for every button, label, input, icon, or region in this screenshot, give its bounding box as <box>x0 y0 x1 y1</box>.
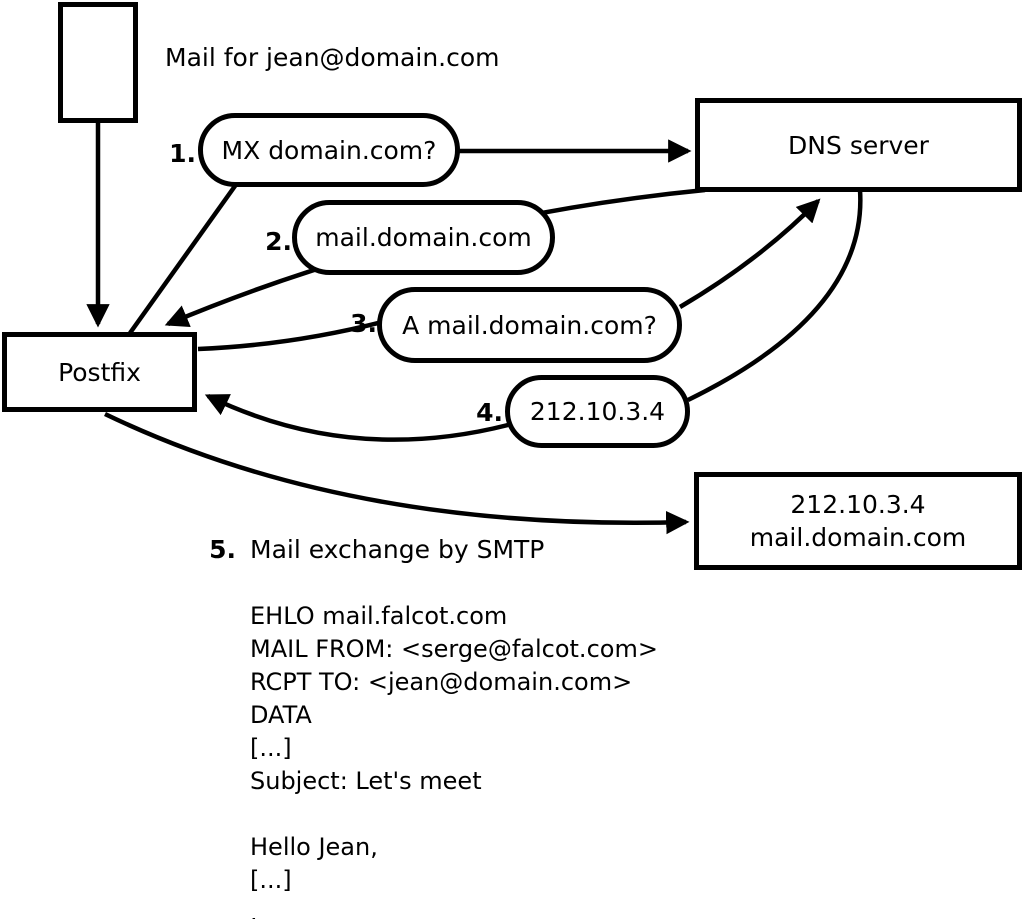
line-postfix-to-a-query <box>197 317 391 352</box>
a-query-pill: A mail.domain.com? <box>377 287 682 363</box>
dns-server-label: DNS server <box>788 130 929 160</box>
mx-answer-pill: mail.domain.com <box>292 200 555 275</box>
dns-server-box: DNS server <box>695 98 1022 192</box>
smtp-dialog-text: EHLO mail.falcot.com MAIL FROM: <serge@f… <box>250 602 658 919</box>
line-postfix-to-mx-query <box>128 163 252 335</box>
arrow-ip-answer-to-postfix <box>204 393 509 442</box>
mail-envelope-box <box>58 2 138 123</box>
postfix-box: Postfix <box>2 332 197 412</box>
mx-query-pill: MX domain.com? <box>198 113 460 187</box>
postfix-label: Postfix <box>58 357 141 387</box>
a-answer-pill: 212.10.3.4 <box>505 375 690 448</box>
mail-server-hostname: mail.domain.com <box>749 523 967 552</box>
mail-server-ip: 212.10.3.4 <box>790 490 926 519</box>
arrow-a-query-to-dns <box>678 198 821 309</box>
step-number-2: 2. <box>265 227 292 256</box>
step-number-5: 5. <box>209 535 236 564</box>
step-number-1: 1. <box>169 139 196 168</box>
line-dns-to-ip-answer <box>687 189 863 403</box>
mail-server-box: 212.10.3.4 mail.domain.com <box>694 472 1022 570</box>
arrow-postfix-to-mailserver <box>104 411 690 535</box>
step-number-4: 4. <box>476 398 503 427</box>
a-query-label: A mail.domain.com? <box>402 310 657 340</box>
mx-query-label: MX domain.com? <box>221 135 437 165</box>
mail-title: Mail for jean@domain.com <box>165 43 500 72</box>
step-number-3: 3. <box>350 309 377 338</box>
a-answer-label: 212.10.3.4 <box>529 397 666 426</box>
mx-answer-label: mail.domain.com <box>315 223 532 252</box>
smtp-exchange-label: Mail exchange by SMTP <box>250 535 545 564</box>
